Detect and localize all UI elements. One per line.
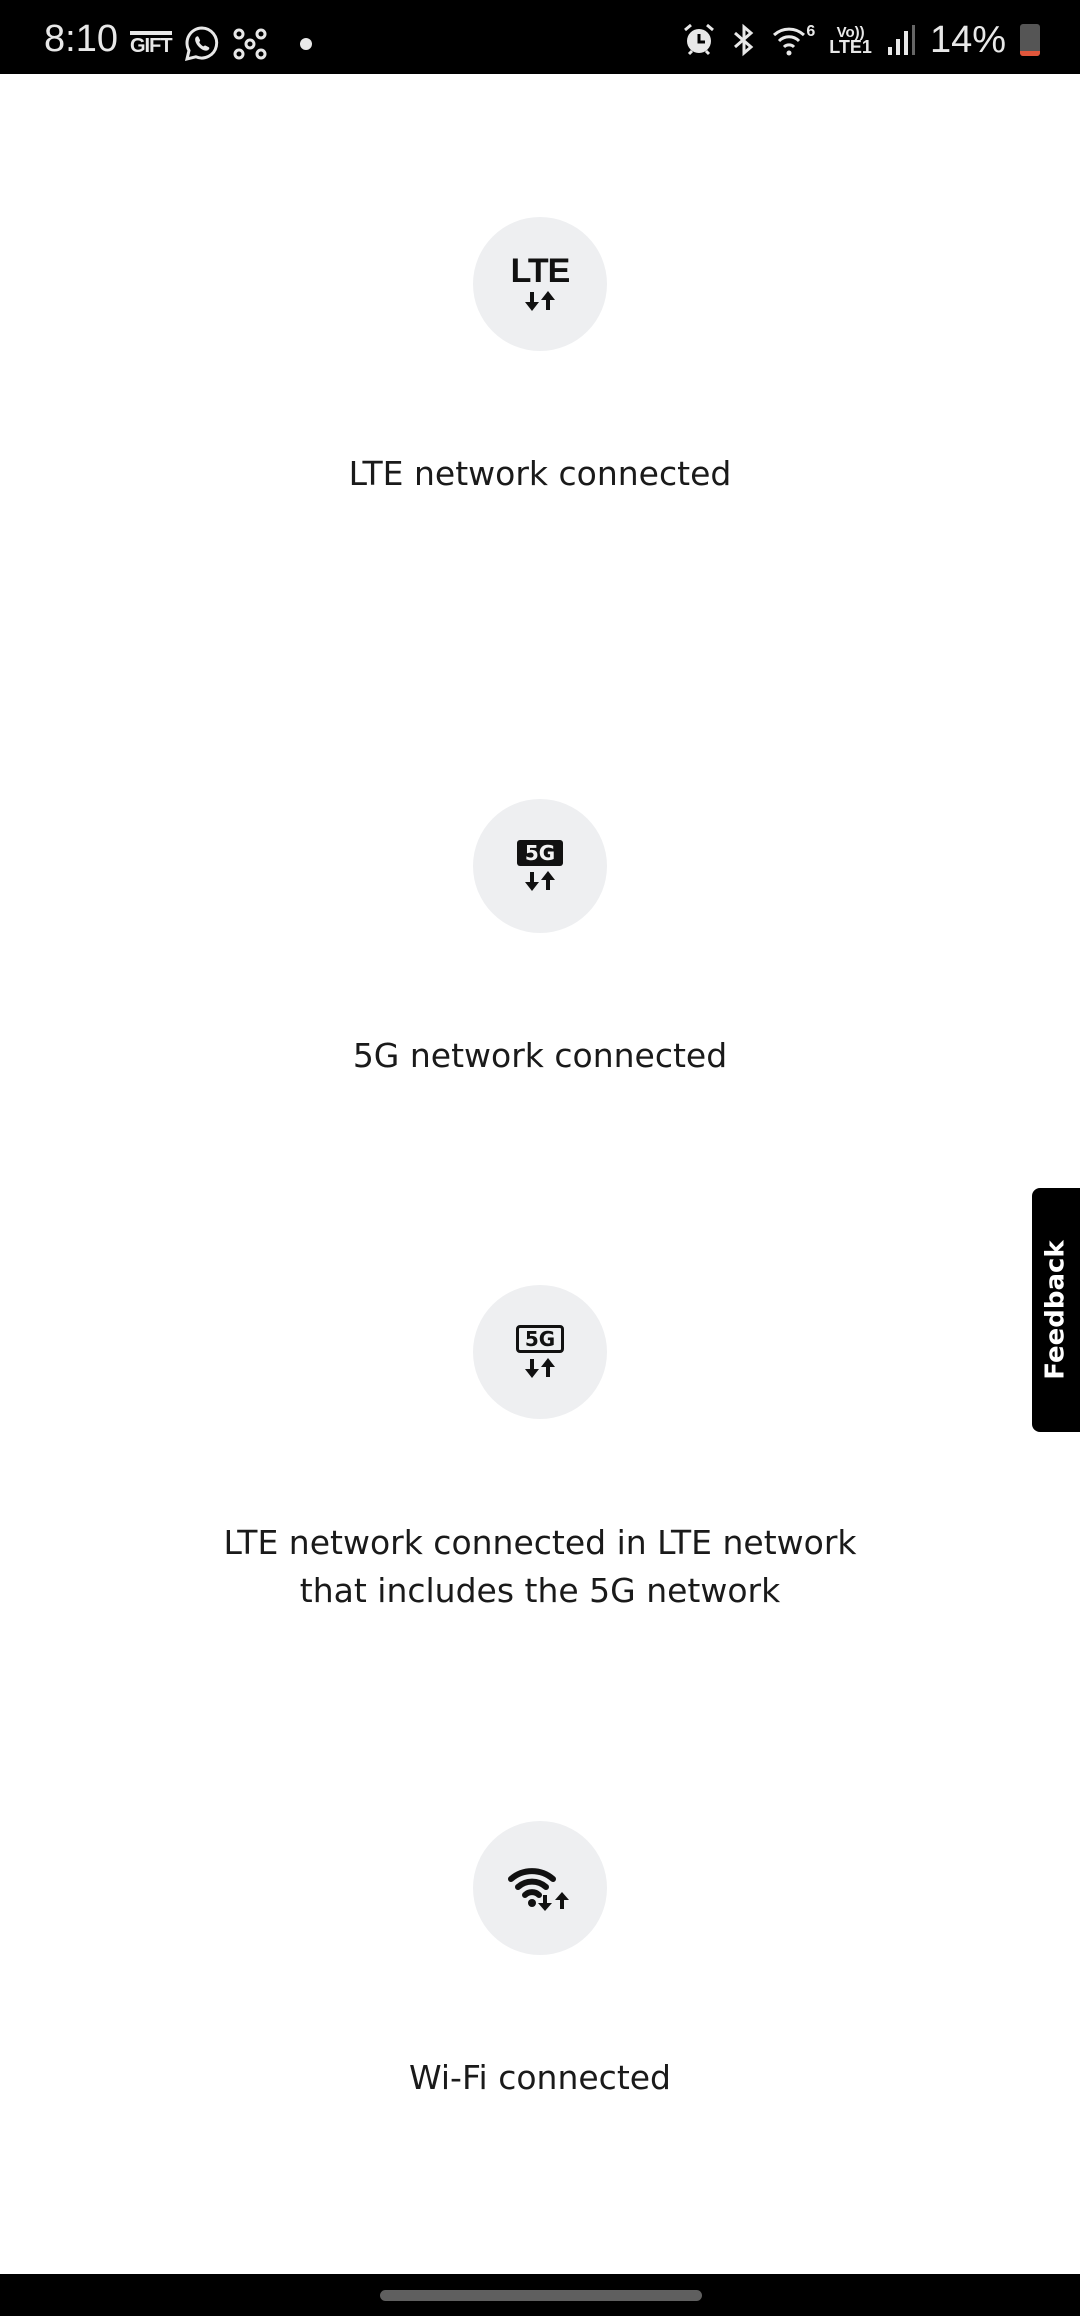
signal-icon xyxy=(887,25,915,55)
5g-anchor-lte-icon: 5G xyxy=(473,1285,607,1419)
feedback-button[interactable]: Feedback xyxy=(1032,1188,1080,1432)
alarm-icon xyxy=(684,23,715,56)
wifi-6-icon: 6 xyxy=(772,23,815,57)
gift-icon: GIFT xyxy=(130,31,173,57)
status-description: LTE network connected xyxy=(348,454,732,493)
volte-lte1-icon: Vo)) LTE1 xyxy=(829,24,872,57)
clock: 8:10 xyxy=(44,18,118,60)
data-arrows-icon xyxy=(525,1358,555,1378)
bluetooth-icon xyxy=(734,23,754,57)
lte-data-icon: LTE xyxy=(473,217,607,351)
system-icons: 6 Vo)) LTE1 14% xyxy=(682,18,1040,62)
battery-icon xyxy=(1020,24,1040,56)
5g-data-icon: 5G xyxy=(473,799,607,933)
dot-icon xyxy=(299,38,312,50)
data-arrows-icon xyxy=(525,291,555,311)
status-description: LTE network connected in LTE network tha… xyxy=(223,1523,857,1610)
feedback-label: Feedback xyxy=(1041,1240,1072,1380)
status-description: 5G network connected xyxy=(352,1036,728,1075)
status-bar: 8:10 GIFT 6 Vo)) xyxy=(0,0,1080,74)
status-description: Wi-Fi connected xyxy=(408,2058,672,2097)
navigation-bar xyxy=(0,2274,1080,2316)
home-gesture-handle[interactable] xyxy=(380,2290,702,2301)
wifi-badge: 6 xyxy=(806,23,816,40)
notification-icons: GIFT xyxy=(130,22,318,66)
wifi-arrows-icon xyxy=(508,1868,569,1911)
network-hub-icon xyxy=(233,28,267,60)
data-arrows-icon xyxy=(525,871,555,891)
wifi-data-icon xyxy=(473,1821,607,1955)
whatsapp-icon xyxy=(184,26,218,62)
battery-percent: 14% xyxy=(929,18,1006,61)
